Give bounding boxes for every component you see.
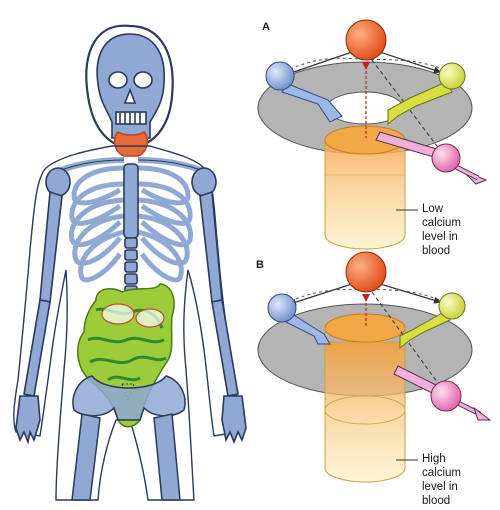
caption-b-line-1: High xyxy=(422,453,446,465)
yellow-sphere-a xyxy=(438,62,466,90)
caption-a-line-3: level in xyxy=(422,231,458,243)
orange-sphere-b xyxy=(345,251,387,293)
blue-arrow-b xyxy=(285,313,331,345)
thigh-right xyxy=(153,413,181,501)
forearm-right xyxy=(211,299,239,397)
caption-a-line-1: Low xyxy=(422,203,444,215)
pink-sphere-b xyxy=(430,380,462,412)
yellow-sphere-b xyxy=(438,292,466,320)
caption-b-line-4: blood xyxy=(422,495,450,507)
panel-a-caption: Low calcium level in blood xyxy=(422,203,461,257)
yellow-arrow-b xyxy=(399,311,451,350)
panel-a-letter: A xyxy=(262,21,270,33)
panel-b-diagram xyxy=(257,251,492,483)
thyroid-gland xyxy=(113,130,149,157)
upper-arm-right xyxy=(199,190,223,303)
caption-b-line-3: level in xyxy=(422,481,458,493)
cylinder-b xyxy=(324,341,406,483)
cylinder-a xyxy=(324,139,406,250)
pink-sphere-a xyxy=(431,143,461,173)
blue-sphere-a xyxy=(265,61,295,91)
caption-a-line-4: blood xyxy=(422,245,450,257)
hand-right xyxy=(221,395,247,445)
eye-socket-right xyxy=(133,71,153,89)
caption-a-line-2: calcium xyxy=(422,217,461,229)
orange-sphere-a xyxy=(345,19,387,61)
thigh-left xyxy=(71,413,101,501)
upper-arm-left xyxy=(39,190,63,303)
nose-cavity xyxy=(123,87,137,104)
sternum xyxy=(123,163,139,239)
skeleton-figure xyxy=(13,24,247,501)
blue-sphere-b xyxy=(267,293,297,323)
pelvis xyxy=(72,375,186,421)
panel-a-diagram xyxy=(257,19,488,250)
panel-b-caption: High calcium level in blood xyxy=(422,453,461,507)
yellow-arrow-a xyxy=(387,81,453,126)
eye-socket-left xyxy=(108,71,128,89)
forearm-left xyxy=(23,299,51,397)
teeth xyxy=(115,111,147,125)
panel-b-letter: B xyxy=(256,259,264,271)
hand-left xyxy=(15,395,41,445)
blue-arrow-a xyxy=(281,83,343,123)
caption-b-line-2: calcium xyxy=(422,467,461,479)
rib-cage xyxy=(68,165,194,283)
